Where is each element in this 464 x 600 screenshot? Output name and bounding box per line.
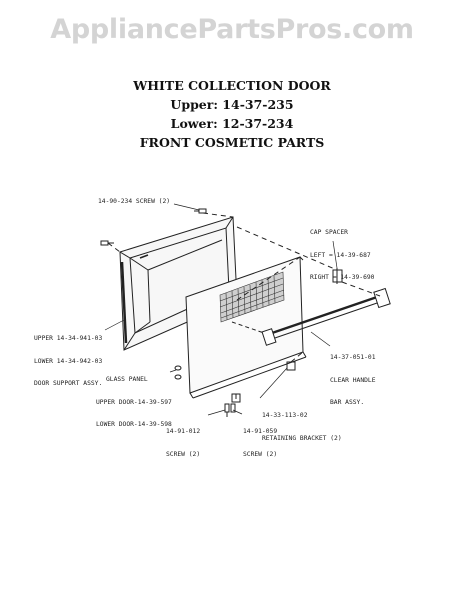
title-line: WHITE COLLECTION DOOR (133, 78, 331, 93)
cap-spacer-right: RIGHT = 14-39-690 (310, 274, 375, 281)
handle-title: CLEAR HANDLE (330, 376, 376, 384)
screw-left-part-number: 14-91-012 (166, 428, 201, 435)
bracket-part-number: 14-33-113-02 (262, 412, 308, 419)
diagram-title-block: WHITE COLLECTION DOOR Upper: 14-37-235 L… (0, 76, 464, 152)
glass-panel-title: GLASS PANEL (106, 376, 148, 383)
label-screw-left: 14-91-012 SCREW (2) (166, 413, 200, 466)
watermark: AppliancePartsPros.com (50, 14, 414, 45)
bottom-screws (224, 403, 236, 413)
label-door-support: UPPER 14-34-941-03 LOWER 14-34-942-03 DO… (34, 320, 102, 395)
lower-part-number: Lower: 12-37-234 (170, 116, 294, 131)
label-top-screw: 14-90-234 SCREW (2) (98, 198, 171, 205)
upper-part-number: Upper: 14-37-235 (170, 97, 294, 112)
label-retaining-bracket: 14-33-113-02 RETAINING BRACKET (2) (262, 397, 342, 450)
label-cap-spacer: CAP SPACER LEFT = 14-39-687 RIGHT = 14-3… (310, 214, 374, 289)
cap-spacer-title: CAP SPACER (310, 229, 348, 236)
cap-spacer (332, 268, 343, 284)
screw-right-title: SCREW (2) (243, 450, 278, 458)
bracket-title: RETAINING BRACKET (2) (262, 434, 342, 442)
subtitle: FRONT COSMETIC PARTS (139, 135, 325, 150)
glass-panel-upper: UPPER DOOR-14-39-597 (96, 398, 172, 406)
screw-right-part-number: 14-91-059 (243, 428, 278, 435)
handle-title-2: BAR ASSY. (330, 399, 365, 406)
glass-clips (174, 365, 182, 380)
label-screw-right: 14-91-059 SCREW (2) (243, 413, 277, 466)
glass-panel-lower: LOWER DOOR-14-39-598 (96, 421, 172, 428)
label-handle-bar: 14-37-051-01 CLEAR HANDLE BAR ASSY. (330, 339, 376, 414)
label-glass-panel: GLASS PANEL UPPER DOOR-14-39-597 LOWER D… (96, 361, 172, 436)
assembly-lines (107, 212, 381, 420)
cap-spacer-left: LEFT = 14-39-687 (310, 251, 371, 259)
door-support-lower: LOWER 14-34-942-03 (34, 357, 103, 365)
mesh-window (219, 271, 285, 323)
screw-left-title: SCREW (2) (166, 450, 201, 458)
door-support-upper: UPPER 14-34-941-03 (34, 335, 103, 342)
top-screws (100, 208, 207, 246)
door-support-title: DOOR SUPPORT ASSY. (34, 380, 103, 387)
leader-lines (104, 203, 338, 416)
handle-part-number: 14-37-051-01 (330, 354, 376, 361)
handle-bar (231, 287, 391, 346)
